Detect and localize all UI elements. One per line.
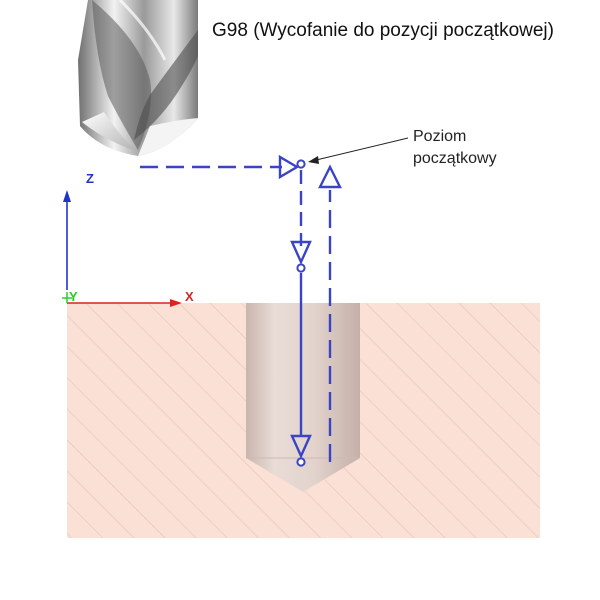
axis-z-label: Z (86, 171, 94, 186)
r-level-point (296, 263, 306, 273)
drilled-hole (246, 303, 360, 492)
axis-z (63, 190, 71, 290)
axis-x (67, 299, 182, 307)
initial-level-label: Poziom początkowy (413, 126, 497, 170)
rapid-down-arrow-icon (290, 240, 312, 265)
hole-bottom-point (296, 457, 306, 467)
page-title: G98 (Wycofanie do pozycji początkowej) (212, 20, 554, 41)
initial-level-label-line1: Poziom (413, 128, 467, 145)
initial-level-point (296, 159, 306, 169)
twist-drill-bit-icon (78, 0, 198, 156)
axis-x-label: X (185, 289, 194, 304)
retract-arrow-icon (318, 164, 342, 189)
feed-arrow-icon (290, 434, 312, 459)
axis-origin-marker (62, 292, 72, 303)
axis-y-label: Y (69, 289, 78, 304)
approach-arrow-icon (278, 154, 300, 180)
initial-level-label-line2: początkowy (413, 150, 497, 167)
callout-leader (308, 137, 409, 164)
